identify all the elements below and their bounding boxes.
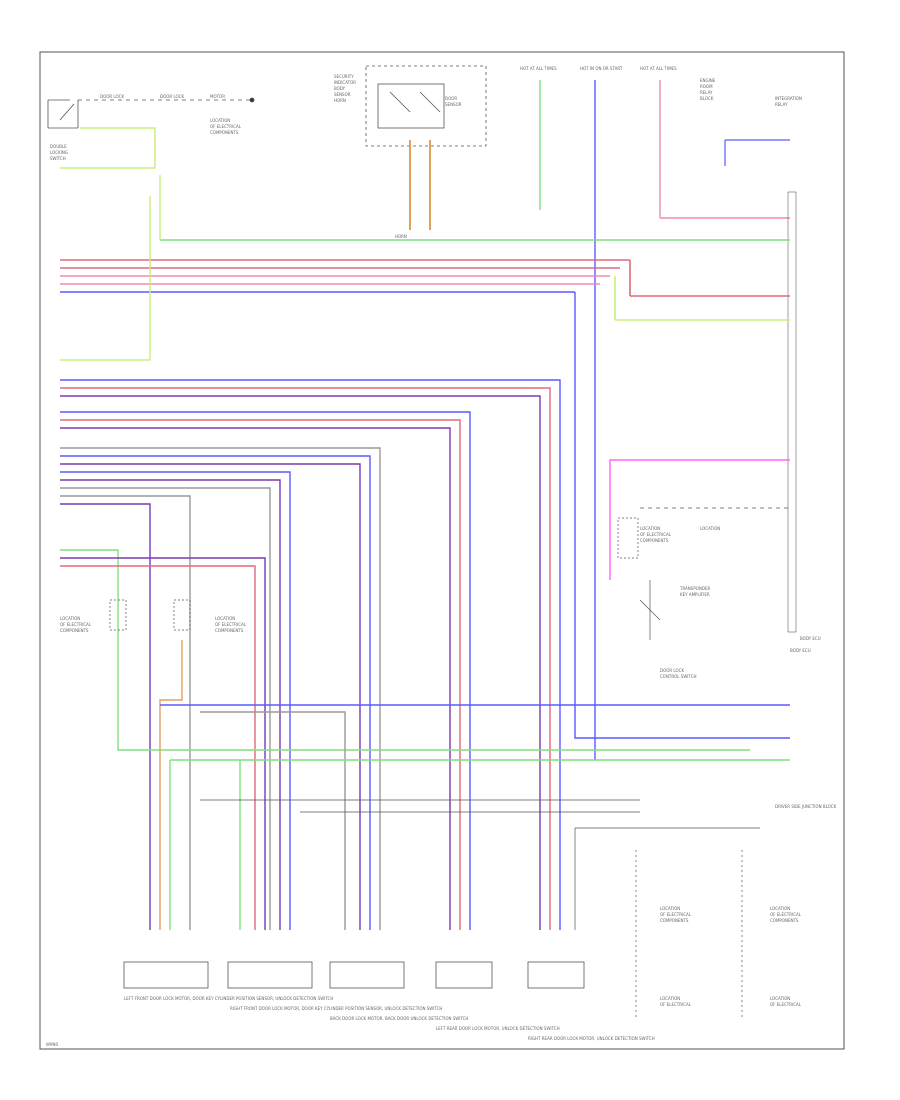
ecu-label: BODY ECU: [800, 636, 821, 641]
component-label-lr: LEFT REAR DOOR LOCK MOTOR, UNLOCK DETECT…: [436, 1026, 560, 1031]
top-bus-wires: [60, 239, 790, 321]
junction-label: DRIVER SIDE JUNCTION BLOCK: [775, 804, 837, 809]
svg-text:LOCATION: LOCATION: [60, 616, 80, 621]
fuse-label-1: HOT AT ALL TIMES: [520, 66, 557, 71]
svg-text:COMPONENTS: COMPONENTS: [640, 538, 669, 543]
svg-text:KEY AMPLIFIER: KEY AMPLIFIER: [680, 592, 710, 597]
svg-text:BODY ECU: BODY ECU: [790, 648, 811, 653]
svg-text:LOCATION: LOCATION: [770, 906, 790, 911]
svg-text:BLOCK: BLOCK: [700, 96, 714, 101]
svg-text:LOCATION: LOCATION: [660, 906, 680, 911]
svg-text:DOOR LOCK: DOOR LOCK: [160, 94, 184, 99]
svg-text:SECURITY: SECURITY: [334, 74, 354, 79]
diagram-frame: [39, 51, 845, 1050]
fuse-label-3: HOT AT ALL TIMES: [640, 66, 677, 71]
body-ecu-connector: [787, 191, 797, 633]
svg-text:HORN: HORN: [334, 98, 346, 103]
component-back-door: [329, 961, 405, 989]
svg-text:COMPONENTS: COMPONENTS: [770, 918, 799, 923]
component-label-back: BACK DOOR LOCK MOTOR, BACK DOOR UNLOCK D…: [330, 1016, 468, 1021]
svg-text:LOCATION: LOCATION: [770, 996, 790, 1001]
svg-text:COMPONENTS: COMPONENTS: [215, 628, 244, 633]
component-rr-door: [527, 961, 585, 989]
svg-text:COMPONENTS: COMPONENTS: [660, 918, 689, 923]
fuse-label-2: HOT IN ON OR START: [580, 66, 623, 71]
svg-text:LOCATION: LOCATION: [640, 526, 660, 531]
left-harness: [60, 379, 561, 930]
svg-text:OF ELECTRICAL: OF ELECTRICAL: [210, 124, 242, 129]
door-lock-switch: [47, 97, 255, 129]
svg-text:DOOR: DOOR: [445, 96, 457, 101]
svg-text:DOOR LOCK: DOOR LOCK: [100, 94, 124, 99]
svg-text:OF ELECTRICAL: OF ELECTRICAL: [770, 912, 802, 917]
fuse-feeds: [539, 80, 790, 760]
svg-text:LOCKING: LOCKING: [50, 150, 68, 155]
svg-text:DOUBLE: DOUBLE: [50, 144, 67, 149]
svg-text:OF ELECTRICAL: OF ELECTRICAL: [660, 1002, 692, 1007]
component-label-rf: RIGHT FRONT DOOR LOCK MOTOR, DOOR KEY CY…: [230, 1006, 442, 1011]
svg-text:LOCATION: LOCATION: [660, 996, 680, 1001]
svg-text:TRANSPONDER: TRANSPONDER: [679, 586, 710, 591]
svg-text:ROOM: ROOM: [700, 84, 713, 89]
svg-text:LOCATION: LOCATION: [210, 118, 230, 123]
svg-text:INTEGRATION: INTEGRATION: [775, 96, 802, 101]
svg-text:COMPONENTS: COMPONENTS: [210, 130, 239, 135]
svg-text:SWITCH: SWITCH: [50, 156, 66, 161]
svg-text:HORN: HORN: [395, 234, 407, 239]
component-lr-door: [435, 961, 493, 989]
svg-text:RELAY: RELAY: [700, 90, 713, 95]
svg-text:OF ELECTRICAL: OF ELECTRICAL: [215, 622, 247, 627]
svg-text:MOTOR: MOTOR: [210, 94, 225, 99]
corner-label: W9N0: [46, 1042, 58, 1047]
svg-text:BODY: BODY: [334, 86, 346, 91]
svg-text:OF ELECTRICAL: OF ELECTRICAL: [60, 622, 92, 627]
svg-text:LOCATION: LOCATION: [700, 526, 720, 531]
component-rf-door: [227, 961, 313, 989]
svg-text:COMPONENTS: COMPONENTS: [60, 628, 89, 633]
sensor-module: [365, 65, 487, 230]
svg-text:INDICATOR: INDICATOR: [334, 80, 356, 85]
svg-text:OF ELECTRICAL: OF ELECTRICAL: [660, 912, 692, 917]
svg-text:SENSOR: SENSOR: [334, 92, 351, 97]
svg-text:SENSOR: SENSOR: [445, 102, 462, 107]
svg-text:DOOR LOCK: DOOR LOCK: [660, 668, 684, 673]
component-label-rr: RIGHT REAR DOOR LOCK MOTOR, UNLOCK DETEC…: [528, 1036, 655, 1041]
svg-text:RELAY: RELAY: [775, 102, 788, 107]
svg-text:CONTROL SWITCH: CONTROL SWITCH: [660, 674, 697, 679]
svg-text:ENGINE: ENGINE: [700, 78, 716, 83]
svg-text:OF ELECTRICAL: OF ELECTRICAL: [770, 1002, 802, 1007]
svg-text:LOCATION: LOCATION: [215, 616, 235, 621]
svg-text:OF ELECTRICAL: OF ELECTRICAL: [640, 532, 672, 537]
component-lf-door: [123, 961, 209, 989]
component-label-lf: LEFT FRONT DOOR LOCK MOTOR, DOOR KEY CYL…: [124, 996, 333, 1001]
